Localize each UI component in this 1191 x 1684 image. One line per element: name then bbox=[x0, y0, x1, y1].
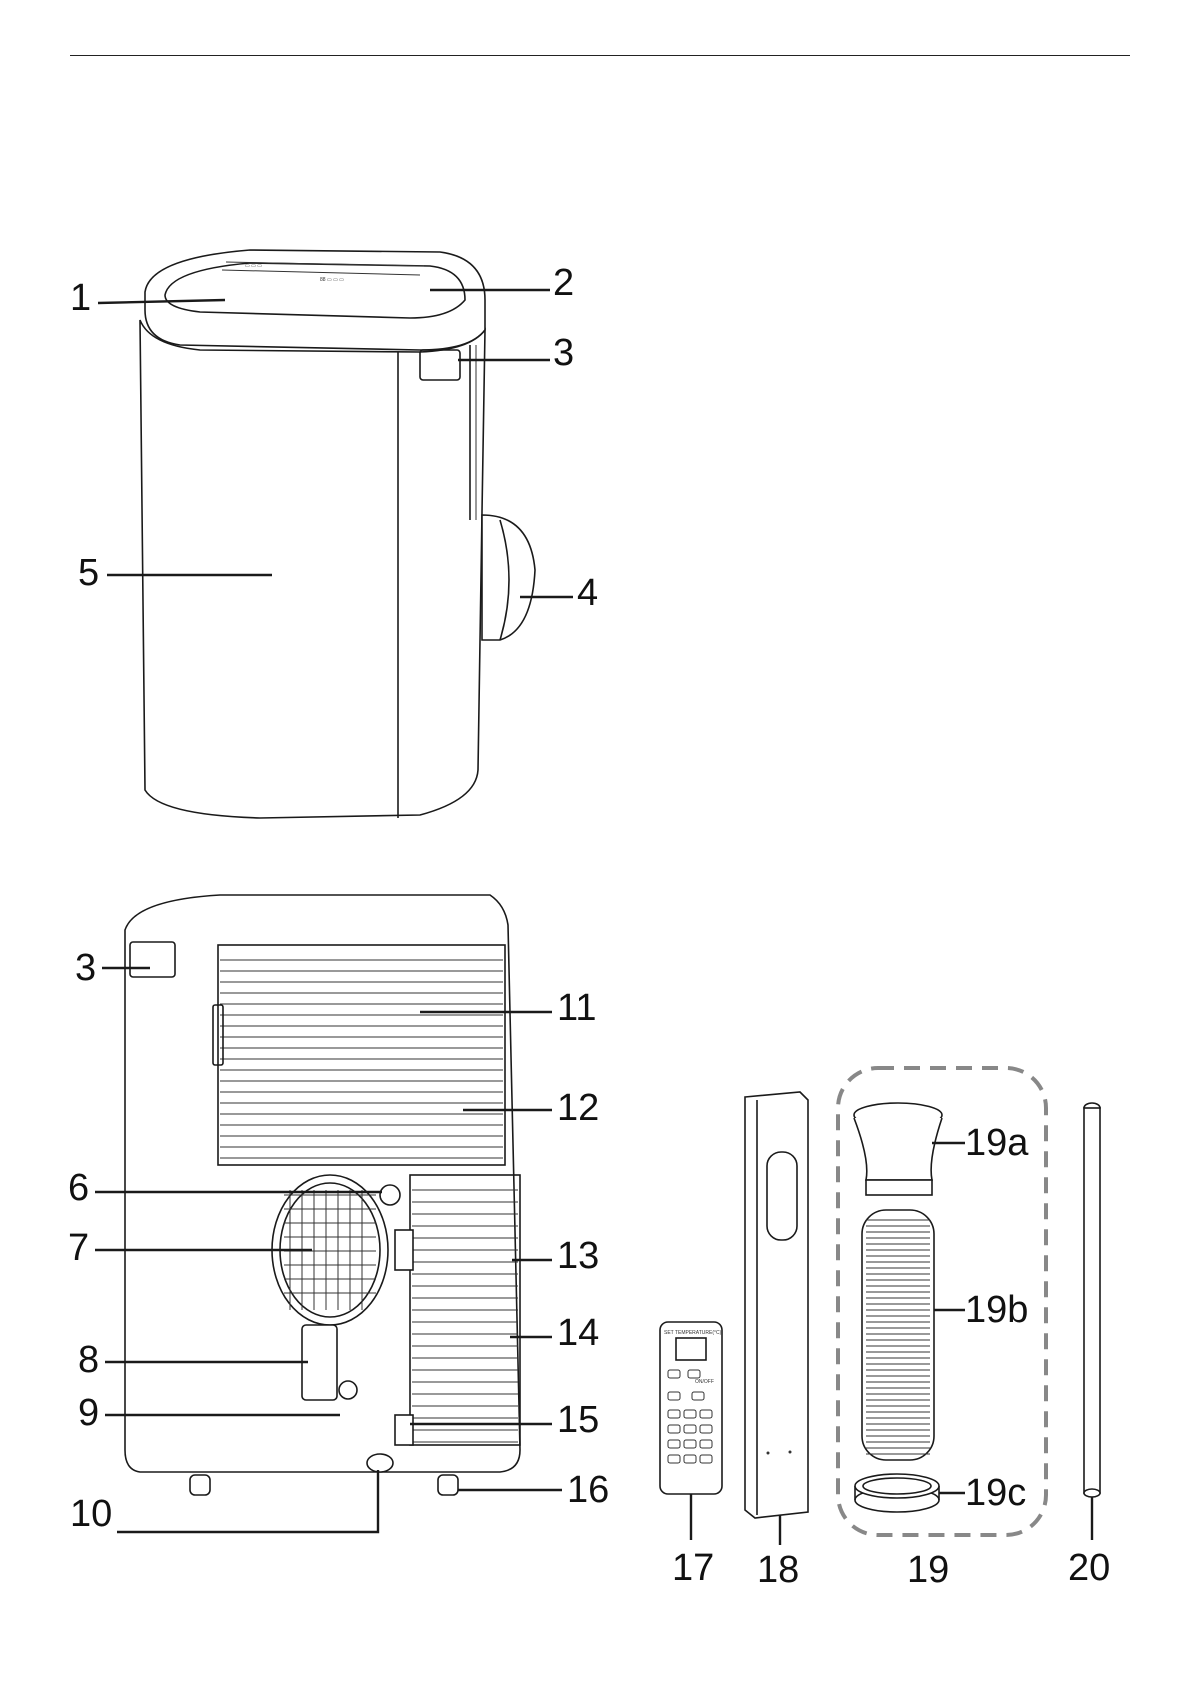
svg-text:88 ▭ ▭ ▭: 88 ▭ ▭ ▭ bbox=[320, 277, 344, 283]
label-16: 16 bbox=[567, 1469, 609, 1511]
label-14: 14 bbox=[557, 1312, 599, 1354]
callout-16: 16 bbox=[458, 1469, 609, 1511]
window-adapter-19a bbox=[854, 1103, 942, 1195]
callout-17: 17 bbox=[672, 1494, 714, 1589]
label-2: 2 bbox=[553, 262, 574, 304]
label-1: 1 bbox=[70, 277, 91, 319]
remote-onoff-label: ON/OFF bbox=[695, 1379, 714, 1385]
label-18: 18 bbox=[757, 1549, 799, 1591]
label-9: 9 bbox=[78, 1392, 99, 1434]
callout-14: 14 bbox=[510, 1312, 599, 1354]
callout-18: 18 bbox=[757, 1515, 799, 1591]
callout-10: 10 bbox=[70, 1470, 378, 1535]
wheel-right bbox=[438, 1475, 458, 1495]
support-rod-20 bbox=[1084, 1103, 1100, 1497]
label-11: 11 bbox=[557, 987, 596, 1029]
clip-15 bbox=[395, 1415, 413, 1445]
callout-19c: 19c bbox=[939, 1472, 1026, 1514]
callout-13: 13 bbox=[512, 1235, 599, 1277]
wheel-left bbox=[190, 1475, 210, 1495]
remote-display-label: SET TEMPERATURE(°C) bbox=[664, 1330, 722, 1336]
label-19: 19 bbox=[907, 1549, 949, 1591]
callout-19: 19 bbox=[907, 1549, 949, 1591]
back-view-unit bbox=[125, 895, 520, 1495]
drain-10 bbox=[367, 1454, 393, 1472]
callout-19a: 19a bbox=[932, 1122, 1029, 1164]
remote-control: SET TEMPERATURE(°C) ON/OFF bbox=[660, 1322, 722, 1494]
callout-20: 20 bbox=[1068, 1497, 1110, 1589]
drain-6 bbox=[380, 1185, 400, 1205]
clip-13 bbox=[395, 1230, 413, 1270]
exhaust-hose-19b bbox=[862, 1210, 934, 1460]
label-5: 5 bbox=[78, 552, 99, 594]
drain-9 bbox=[339, 1381, 357, 1399]
label-19a: 19a bbox=[965, 1122, 1029, 1164]
label-10: 10 bbox=[70, 1493, 112, 1535]
callout-19b: 19b bbox=[934, 1289, 1028, 1331]
label-6: 6 bbox=[68, 1167, 89, 1209]
label-19c: 19c bbox=[965, 1472, 1026, 1514]
label-15: 15 bbox=[557, 1399, 599, 1441]
label-8: 8 bbox=[78, 1339, 99, 1381]
label-17: 17 bbox=[672, 1547, 714, 1589]
hose-connector-19c bbox=[855, 1474, 939, 1512]
label-4: 4 bbox=[577, 572, 598, 614]
label-20: 20 bbox=[1068, 1547, 1110, 1589]
label-3-front: 3 bbox=[553, 332, 574, 374]
svg-text:▭ ▭ ▭: ▭ ▭ ▭ bbox=[245, 263, 262, 269]
label-19b: 19b bbox=[965, 1289, 1028, 1331]
label-3-back: 3 bbox=[75, 947, 96, 989]
front-view-unit: ▭ ▭ ▭ 88 ▭ ▭ ▭ bbox=[140, 250, 535, 818]
label-13: 13 bbox=[557, 1235, 599, 1277]
label-7: 7 bbox=[68, 1227, 89, 1269]
window-slide-panel bbox=[745, 1092, 808, 1518]
label-12: 12 bbox=[557, 1087, 599, 1129]
